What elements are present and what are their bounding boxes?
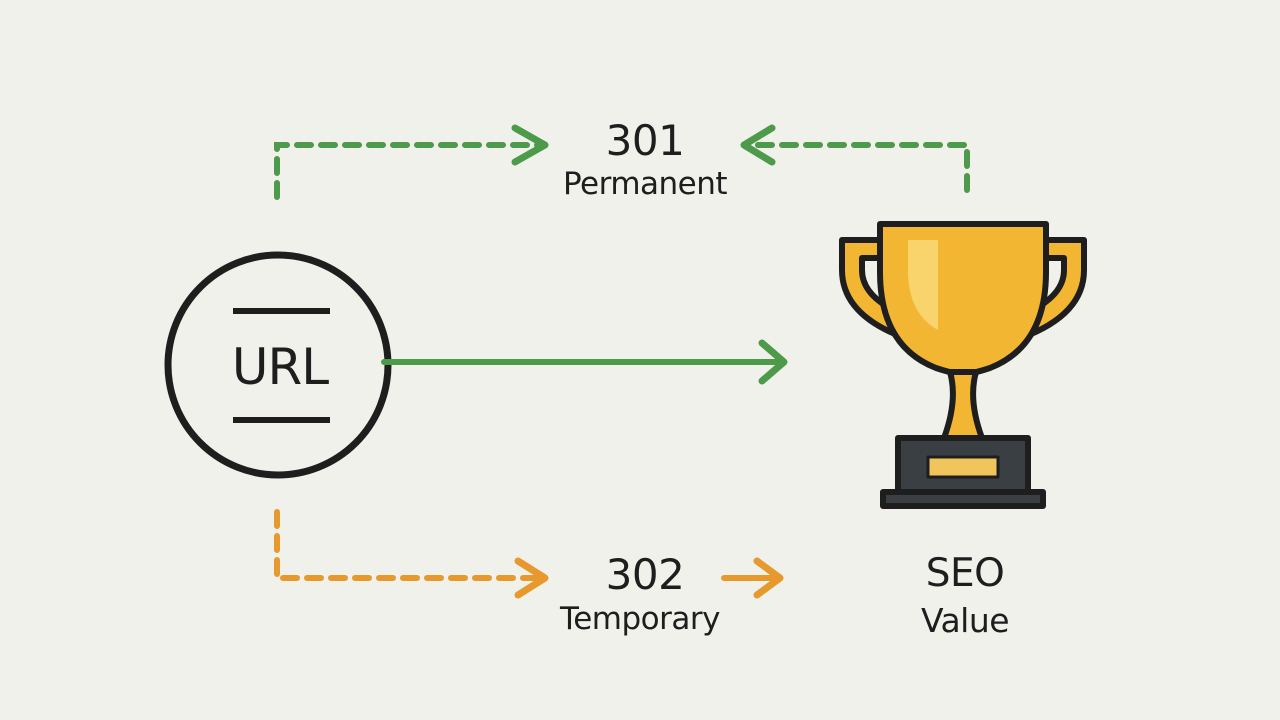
temporary-redirect-path (274, 509, 784, 599)
arrow-right-icon (514, 557, 549, 599)
temporary-redirect-code: 302 (605, 550, 685, 599)
arrow-right-icon (753, 557, 784, 599)
permanent-redirect-path (274, 124, 970, 200)
seo-value-subtitle: Value (920, 601, 1010, 640)
seo-value-title: SEO (925, 551, 1005, 596)
permanent-redirect-code: 301 (605, 116, 685, 165)
arrow-right-icon (511, 124, 549, 166)
direct-link-arrow (381, 339, 788, 385)
arrow-left-icon (740, 124, 776, 166)
arrow-right-icon (758, 339, 788, 385)
url-label: URL (231, 338, 329, 396)
temporary-redirect-label: Temporary (560, 601, 720, 637)
permanent-redirect-label: Permanent (562, 166, 728, 202)
trophy-icon (839, 221, 1087, 509)
